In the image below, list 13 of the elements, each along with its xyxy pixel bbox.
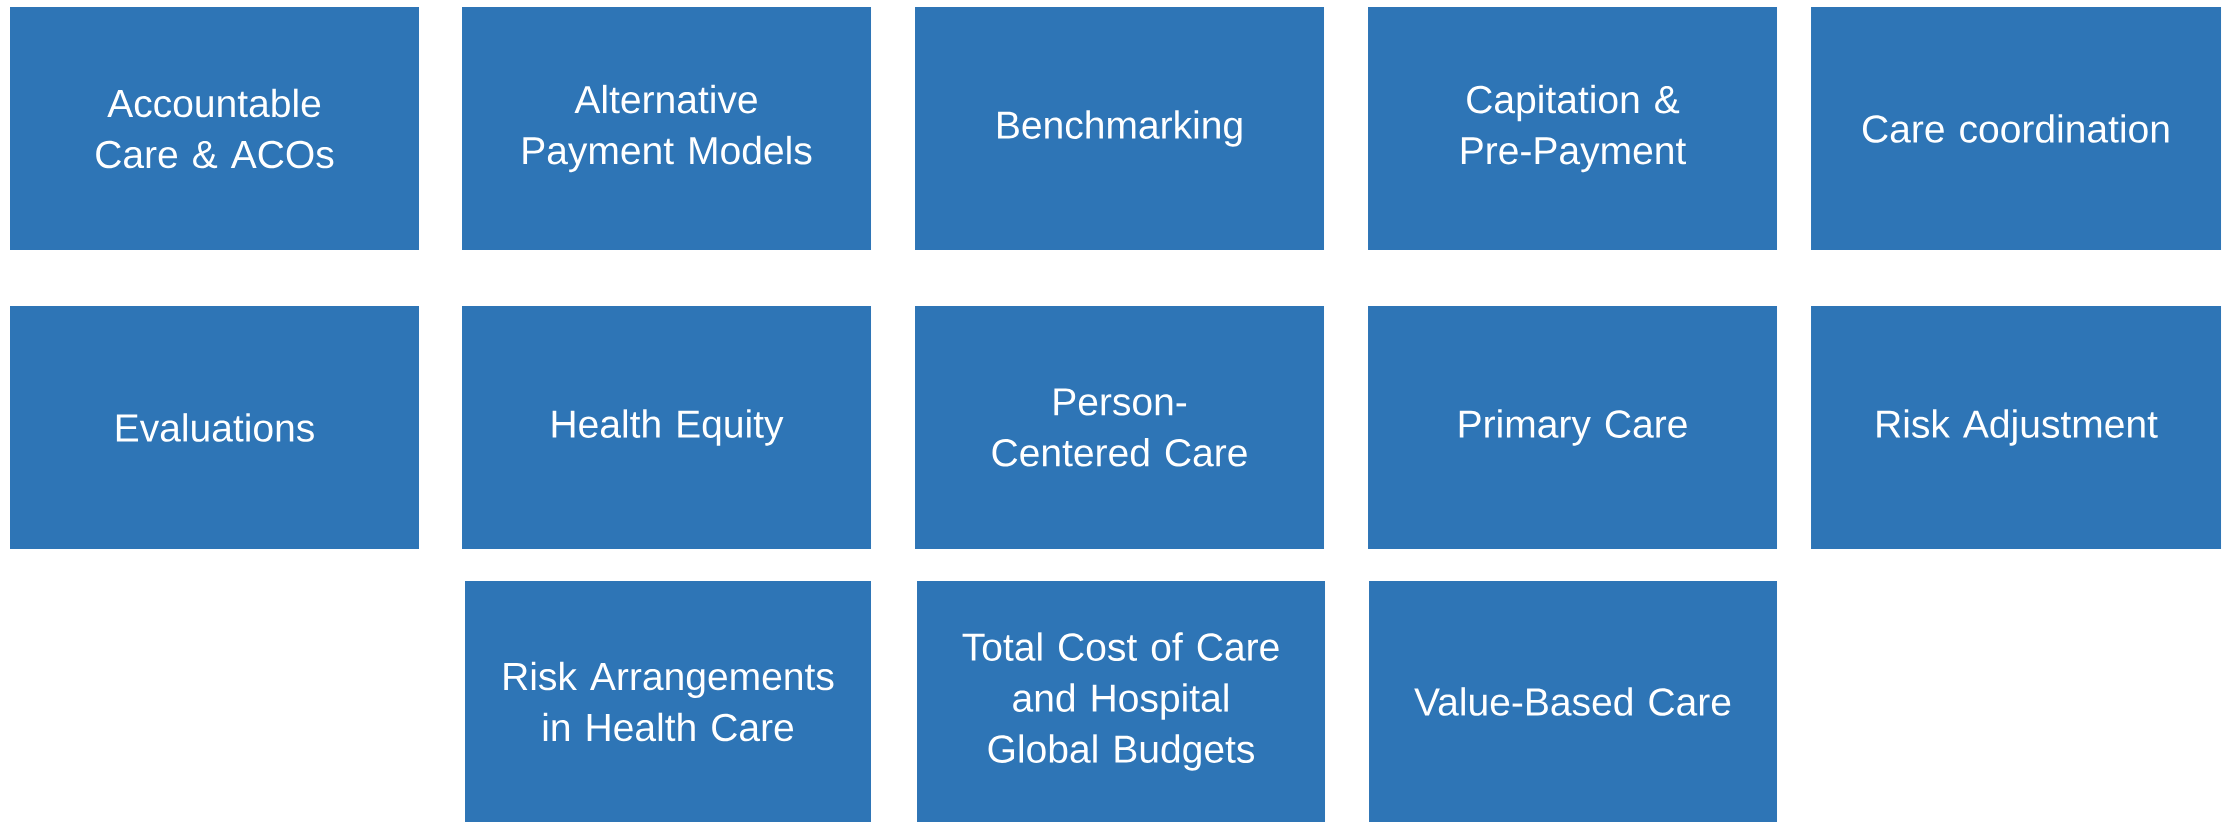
topic-box: Value-Based Care xyxy=(1369,581,1777,822)
topic-box: Evaluations xyxy=(10,306,419,549)
topic-box: Risk Adjustment xyxy=(1811,306,2222,549)
topic-box: Health Equity xyxy=(462,306,871,549)
topic-box: Benchmarking xyxy=(915,7,1324,250)
topic-box: Person-Centered Care xyxy=(915,306,1324,549)
topic-box: Alternative Payment Models xyxy=(462,7,871,250)
topic-box: Care coordination xyxy=(1811,7,2222,250)
topic-box: Risk Arrangements in Health Care xyxy=(465,581,871,822)
topic-box: Capitation & Pre-Payment xyxy=(1368,7,1777,250)
topic-box: Primary Care xyxy=(1368,306,1777,549)
topic-box: Total Cost of Care and Hospital Global Budgets xyxy=(917,581,1325,822)
topic-box: Accountable Care & ACOs xyxy=(10,7,419,250)
